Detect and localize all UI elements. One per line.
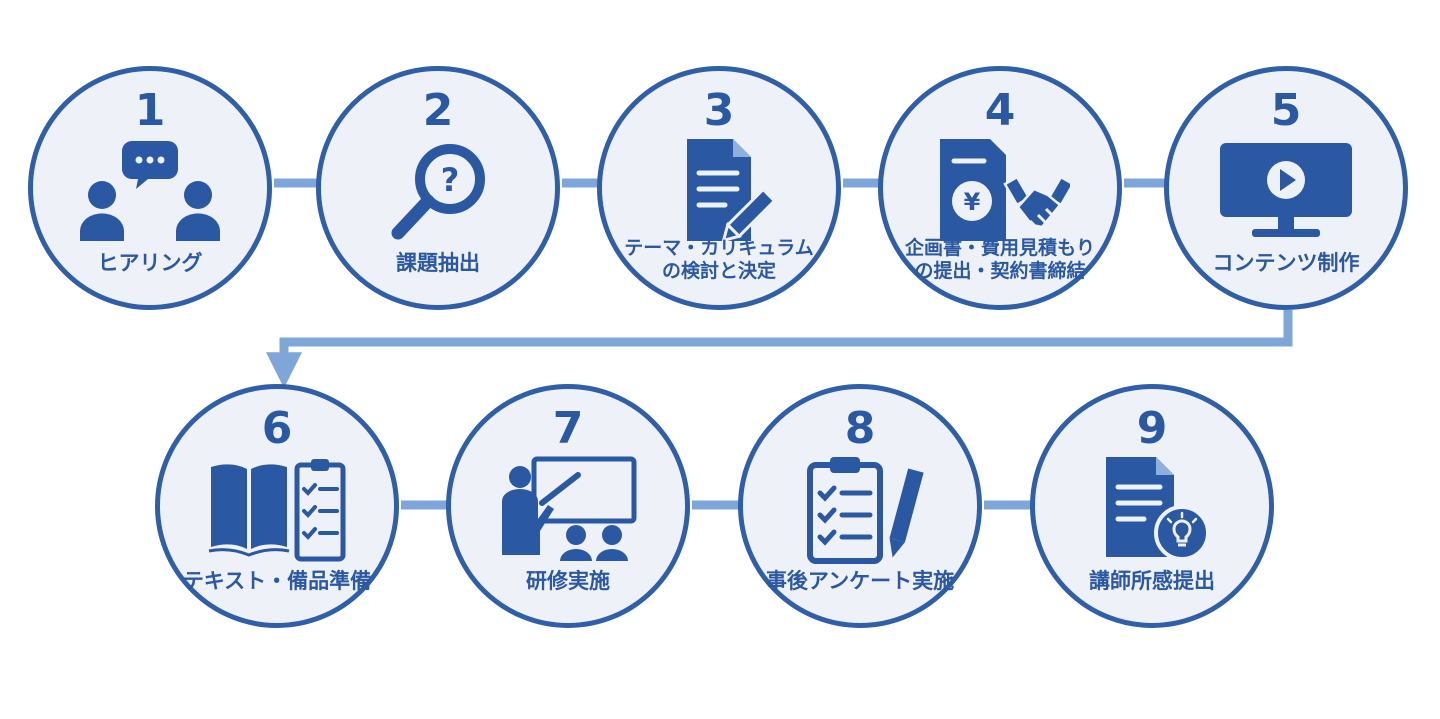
step-label: 事後アンケート実施	[765, 569, 955, 593]
step-number: 8	[844, 403, 876, 454]
step-9-instructor-report: 9 講師所感提出	[1030, 384, 1274, 628]
step-5-content-production: 5 コンテンツ制作	[1164, 66, 1408, 310]
step-7-training-delivery: 7 研修実施	[446, 384, 690, 628]
document-lightbulb-icon	[1106, 457, 1210, 561]
step-1-hearing: 1 ヒアリング	[28, 66, 272, 310]
document-pen-icon	[687, 139, 777, 243]
step-number: 7	[552, 403, 584, 454]
hearing-people-speech-icon	[80, 141, 220, 241]
yen-document-handshake-icon: ¥	[940, 139, 1070, 241]
book-checklist-icon	[208, 459, 346, 562]
yen-symbol: ¥	[964, 188, 981, 216]
step-number: 4	[984, 85, 1016, 136]
step-label: 講師所感提出	[1089, 569, 1215, 593]
step-3-theme-curriculum: 3 テーマ・カリキュラム の検討と決定	[597, 66, 841, 310]
step-number: 6	[261, 403, 293, 454]
monitor-play-icon	[1220, 143, 1352, 237]
step-label: 課題抽出	[396, 251, 480, 275]
step-label: テキスト・備品準備	[182, 569, 372, 593]
step-number: 1	[134, 85, 166, 136]
step-label: コンテンツ制作	[1212, 251, 1360, 275]
step-label: 企画書・費用見積もり の提出・契約書締結	[904, 237, 1095, 282]
step-label: 研修実施	[526, 569, 610, 593]
step-4-proposal-contract: 4 ¥ 企画書・費用見積もり の提出・契約書締結	[878, 66, 1122, 310]
presenter-audience-icon	[502, 456, 637, 561]
step-2-issue-extraction: 2 ? 課題抽出	[316, 66, 560, 310]
magnifier-question-icon: ?	[391, 144, 485, 240]
step-8-post-survey: 8 事後アンケート実施	[738, 384, 982, 628]
step-number: 5	[1270, 85, 1302, 136]
step-label: ヒアリング	[97, 251, 203, 275]
clipboard-pencil-icon	[807, 457, 924, 564]
svg-text:?: ?	[441, 161, 460, 199]
step-6-materials-preparation: 6 テキスト・備品準備	[155, 384, 399, 628]
step-number: 3	[703, 85, 735, 136]
step-number: 9	[1136, 403, 1168, 454]
step-label: テーマ・カリキュラム の検討と決定	[624, 237, 814, 282]
arrow-5-6	[266, 310, 1293, 389]
step-number: 2	[422, 85, 454, 136]
